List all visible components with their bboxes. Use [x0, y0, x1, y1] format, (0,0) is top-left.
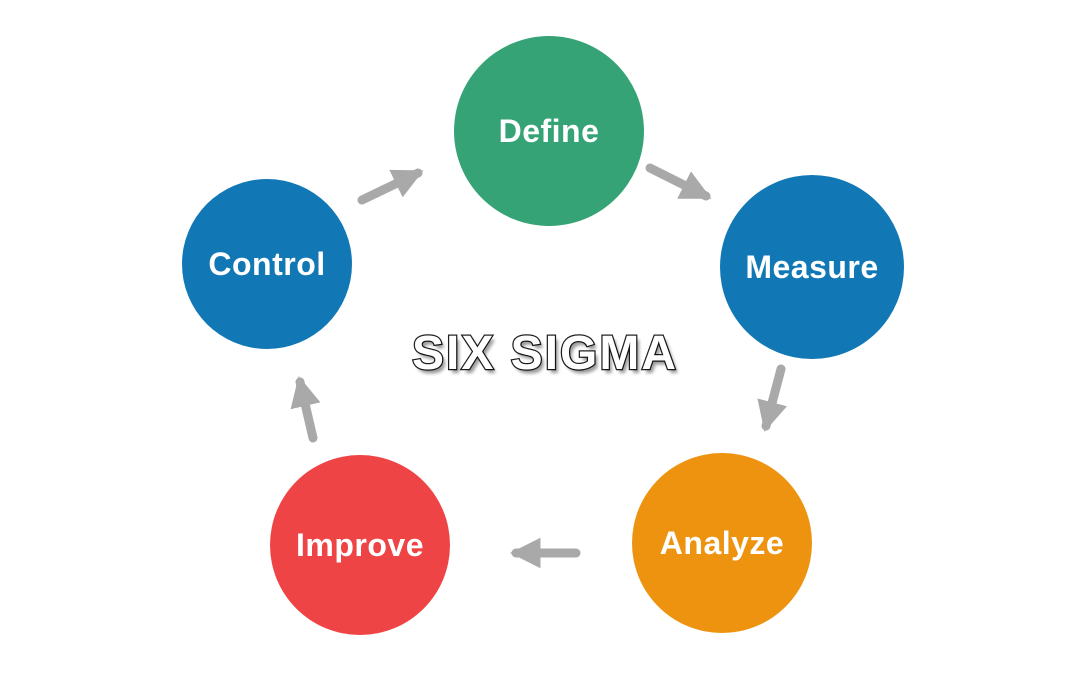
- node-measure-label: Measure: [745, 248, 879, 285]
- node-define-label: Define: [498, 112, 600, 149]
- arrow-measure-to-analyze: [757, 364, 788, 432]
- diagram-title: SIX SIGMA: [411, 327, 679, 380]
- arrow-control-to-define: [357, 168, 424, 205]
- arrow-define-to-measure: [645, 163, 712, 201]
- arrow-improve-to-control: [290, 376, 321, 443]
- node-define: Define: [454, 36, 644, 226]
- node-improve-label: Improve: [296, 526, 424, 563]
- node-analyze-label: Analyze: [659, 524, 785, 561]
- node-analyze: Analyze: [632, 453, 812, 633]
- node-control-label: Control: [208, 245, 326, 282]
- node-control: Control: [182, 179, 352, 349]
- node-measure: Measure: [720, 175, 904, 359]
- node-improve: Improve: [270, 455, 450, 635]
